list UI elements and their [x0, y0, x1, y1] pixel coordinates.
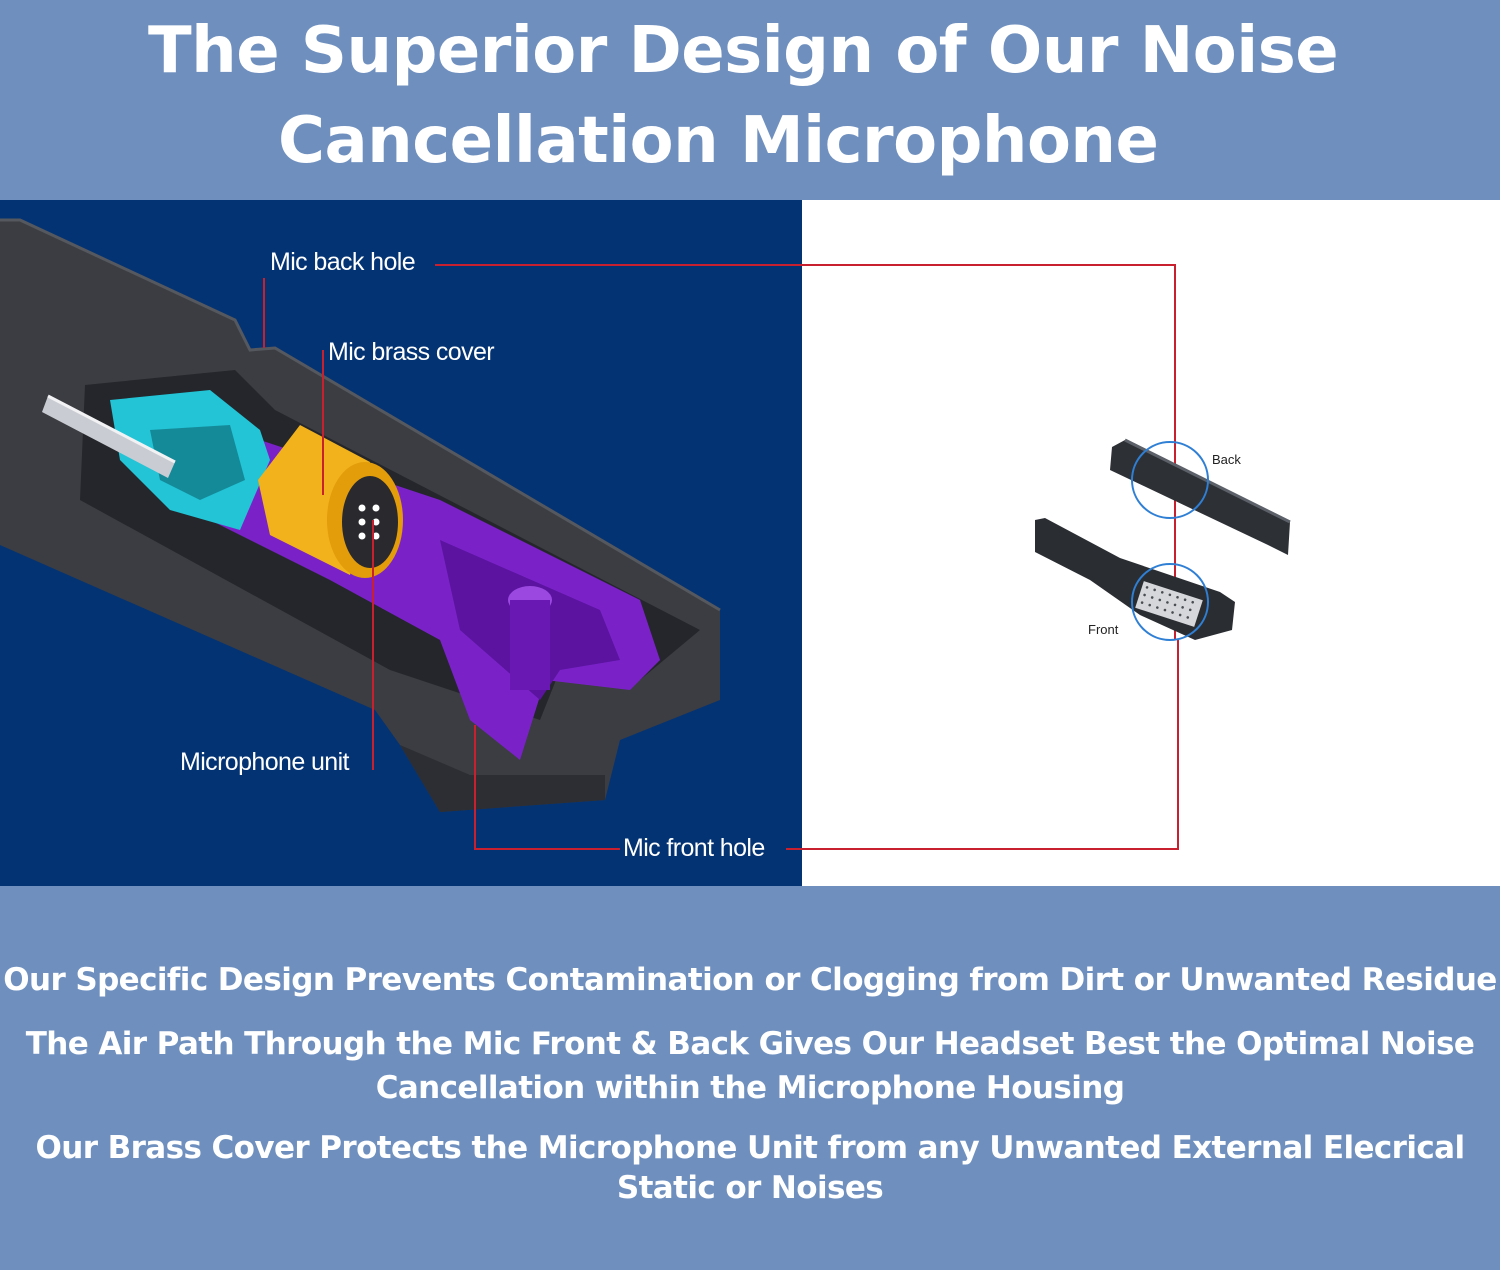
boom-housing-top-edge — [0, 218, 721, 612]
front-port-tube — [510, 600, 550, 690]
mic-capsule-face — [342, 476, 398, 568]
callout-front-line — [786, 640, 1179, 850]
mic-grille-dots — [1140, 586, 1195, 619]
features-panel: Our Specific Design Prevents Contaminati… — [0, 886, 1500, 1270]
headset-front-arm — [1035, 518, 1235, 640]
feature-air-path-line-1: The Air Path Through the Mic Front & Bac… — [25, 1026, 1475, 1062]
metal-pin-highlight — [47, 394, 176, 464]
label-front: Front — [1088, 622, 1119, 637]
page-title-line-2: Cancellation Microphone — [278, 104, 1159, 178]
boom-housing-bottom-lip — [400, 745, 605, 812]
callout-back-line — [435, 264, 1176, 640]
diagram-illustration — [0, 218, 1291, 850]
label-back: Back — [1212, 452, 1241, 467]
cyan-shadow — [150, 425, 245, 500]
feature-air-path-line-2: Cancellation within the Microphone Housi… — [375, 1070, 1125, 1106]
feature-contamination: Our Specific Design Prevents Contaminati… — [3, 962, 1497, 998]
label-microphone-unit: Microphone unit — [180, 748, 349, 776]
header-banner: The Superior Design of Our Noise Cancell… — [0, 0, 1500, 200]
page-title-line-1: The Superior Design of Our Noise — [148, 14, 1339, 88]
front-highlight-circle — [1131, 563, 1209, 641]
label-mic-brass-cover: Mic brass cover — [328, 338, 495, 366]
metal-pin — [42, 396, 175, 478]
headset-photo-panel — [802, 200, 1500, 886]
callout-front-hole-pointer — [474, 725, 620, 850]
headset-back-arm — [1110, 440, 1290, 555]
feature-brass-cover-line-1: Our Brass Cover Protects the Microphone … — [35, 1130, 1465, 1166]
feature-brass-cover-line-2: Static or Noises — [616, 1170, 884, 1206]
mic-front-grille — [1135, 581, 1203, 627]
label-mic-front-hole: Mic front hole — [623, 834, 765, 862]
callout-lines — [263, 264, 1179, 850]
label-mic-back-hole: Mic back hole — [270, 248, 416, 276]
back-highlight-circle — [1131, 441, 1209, 519]
mic-capsule-pins — [358, 504, 380, 540]
